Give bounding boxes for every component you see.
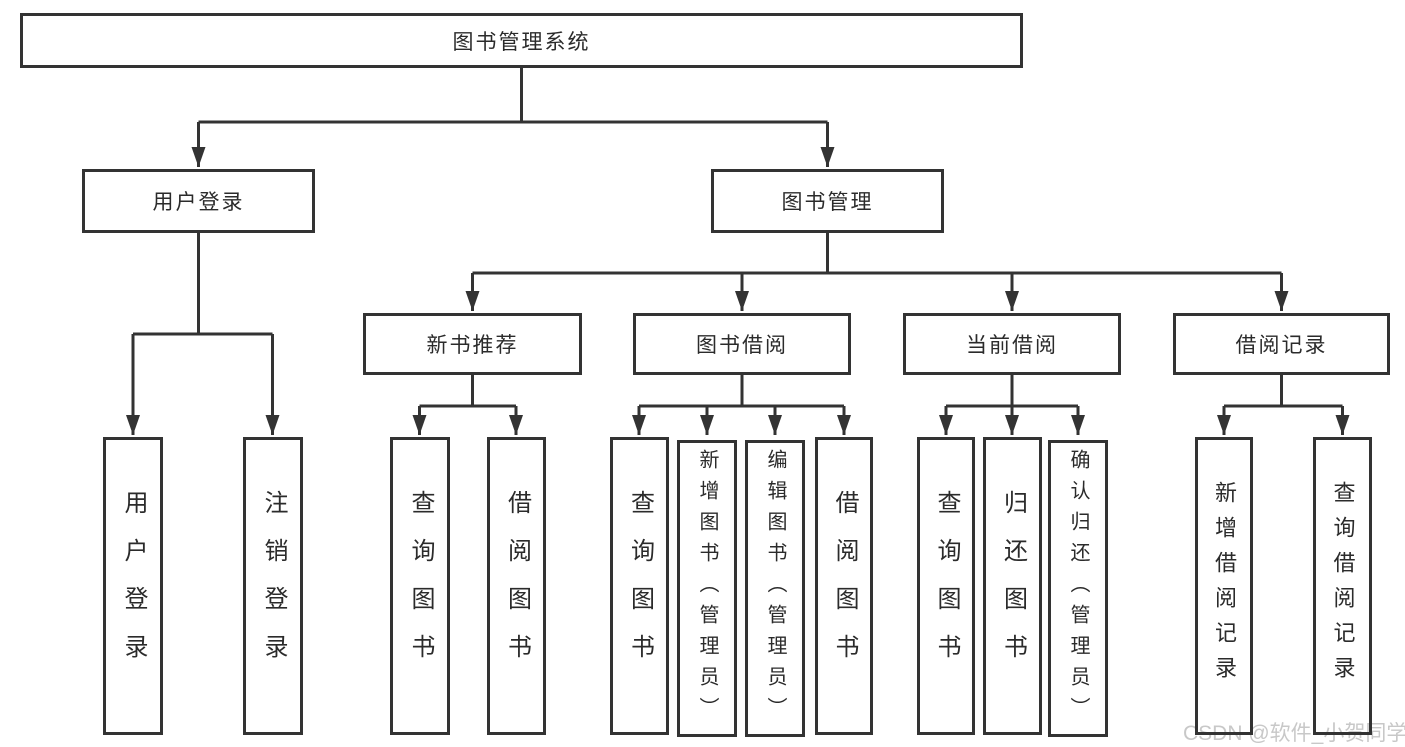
node-label: 图书管理系统 (452, 30, 591, 54)
connector-current-borrowing-trunk (946, 375, 1078, 408)
csdn-watermark: CSDN @软件_小贺同学 (1183, 722, 1405, 745)
node-label: 图书借阅 (696, 334, 788, 357)
node-label: 编辑图书（管理员） (764, 449, 786, 728)
connector-book-borrowing-trunk (639, 375, 844, 408)
node-label: 注销登录 (260, 490, 287, 682)
leaf-confirm-return-admin: 确认归还（管理员） (1048, 440, 1108, 737)
leaf-edit-book-admin: 编辑图书（管理员） (745, 440, 805, 737)
node-label: 当前借阅 (966, 334, 1058, 357)
node-current-borrowing: 当前借阅 (903, 313, 1121, 375)
node-label: 归还图书 (999, 490, 1027, 682)
node-label: 借阅图书 (831, 490, 858, 682)
node-label: 查询借阅记录 (1330, 481, 1356, 691)
leaf-logout: 注销登录 (243, 437, 303, 735)
connector-borrowing-records-trunk (1224, 375, 1343, 408)
node-label: 查询图书 (626, 490, 654, 682)
leaf-query-books-3: 查询图书 (917, 437, 975, 735)
node-borrowing-records: 借阅记录 (1173, 313, 1390, 375)
leaf-borrow-books-2: 借阅图书 (815, 437, 873, 735)
leaf-add-book-admin: 新增图书（管理员） (677, 440, 737, 737)
node-label: 新增借阅记录 (1212, 481, 1237, 691)
leaf-query-borrow-record: 查询借阅记录 (1313, 437, 1372, 735)
leaf-query-books-1: 查询图书 (390, 437, 450, 735)
leaf-return-books: 归还图书 (983, 437, 1042, 735)
node-label: 新增图书（管理员） (696, 449, 718, 728)
connector-book-management-trunk (472, 233, 1282, 275)
connector-new-book-trunk (419, 375, 516, 408)
node-label: 查询图书 (933, 490, 960, 682)
node-label: 新书推荐 (426, 334, 519, 357)
leaf-add-borrow-record: 新增借阅记录 (1195, 437, 1253, 735)
leaf-borrow-books-1: 借阅图书 (487, 437, 546, 735)
leaf-user-login: 用户登录 (103, 437, 163, 735)
node-book-management: 图书管理 (711, 169, 944, 233)
node-label: 确认归还（管理员） (1067, 449, 1089, 728)
node-label: 用户登录 (152, 191, 245, 214)
node-label: 查询图书 (407, 490, 434, 682)
node-root: 图书管理系统 (20, 13, 1023, 68)
node-label: 用户登录 (120, 490, 147, 682)
node-book-borrowing: 图书借阅 (633, 313, 851, 375)
connector-user-login-trunk (133, 233, 273, 336)
node-user-login: 用户登录 (82, 169, 315, 233)
node-label: 图书管理 (781, 191, 874, 214)
node-label: 借阅记录 (1235, 334, 1328, 357)
node-new-book-recommendation: 新书推荐 (363, 313, 582, 375)
leaf-query-books-2: 查询图书 (610, 437, 669, 735)
connector-root-trunk (198, 68, 828, 124)
node-label: 借阅图书 (503, 490, 531, 682)
